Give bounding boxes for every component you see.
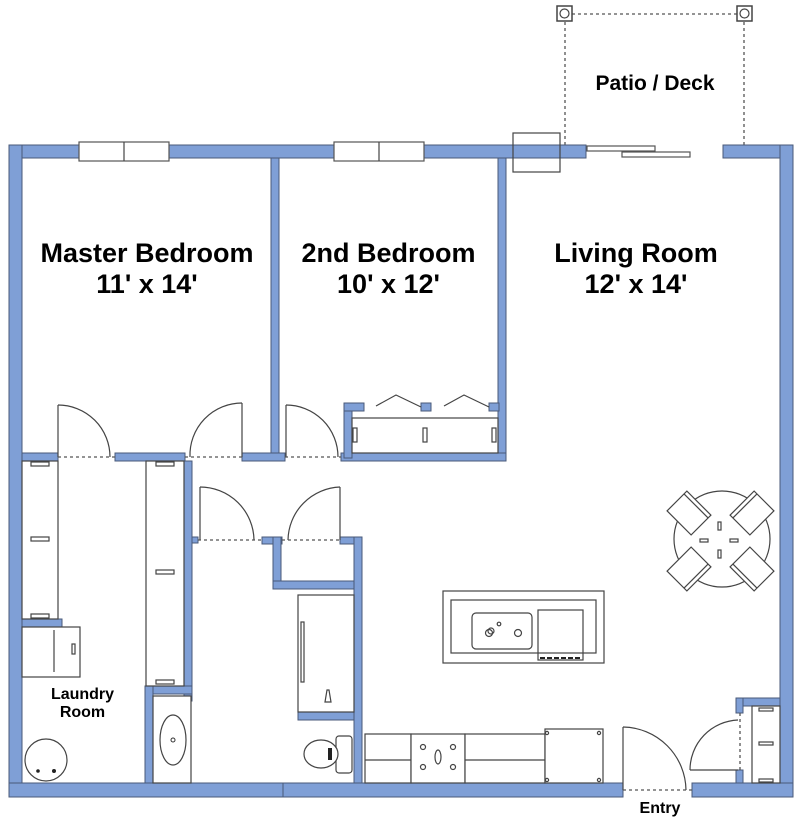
laundry-name-line2: Room [59, 704, 106, 722]
laundry-name-line1: Laundry [50, 686, 115, 703]
sliding-patio-door [586, 145, 691, 158]
patio-deck [556, 5, 753, 145]
dining-table [666, 490, 775, 592]
window-master [78, 141, 170, 162]
entry-label: Entry [610, 800, 710, 818]
entry-name: Entry [639, 800, 681, 817]
interior-walls [21, 157, 781, 784]
refrigerator [544, 728, 604, 784]
patio-name: Patio / Deck [595, 72, 715, 95]
bathroom-fixtures [152, 594, 355, 784]
closets [21, 417, 781, 784]
living-room-name: Living Room [554, 238, 718, 268]
patio-label: Patio / Deck [570, 72, 740, 96]
window-second-bedroom [333, 141, 425, 162]
second-bedroom-label: 2nd Bedroom 10' x 12' [279, 238, 498, 300]
doors [57, 394, 741, 791]
living-room-label: Living Room 12' x 14' [520, 238, 752, 300]
living-room-size: 12' x 14' [584, 269, 688, 300]
patio-post-left [556, 5, 573, 22]
second-bedroom-name: 2nd Bedroom [301, 238, 476, 268]
dryer [21, 626, 81, 678]
laundry-room-label: Laundry Room [30, 686, 135, 723]
patio-post-right [736, 5, 753, 22]
kitchen-island [442, 590, 605, 664]
master-bedroom-label: Master Bedroom 11' x 14' [22, 238, 272, 300]
hvac-unit [512, 132, 561, 173]
master-bedroom-name: Master Bedroom [40, 238, 254, 268]
laundry-appliances [21, 626, 81, 782]
master-bedroom-size: 11' x 14' [96, 269, 198, 300]
stove [410, 733, 466, 784]
water-heater [24, 738, 68, 782]
second-bedroom-size: 10' x 12' [337, 269, 440, 300]
kitchen [364, 590, 605, 784]
